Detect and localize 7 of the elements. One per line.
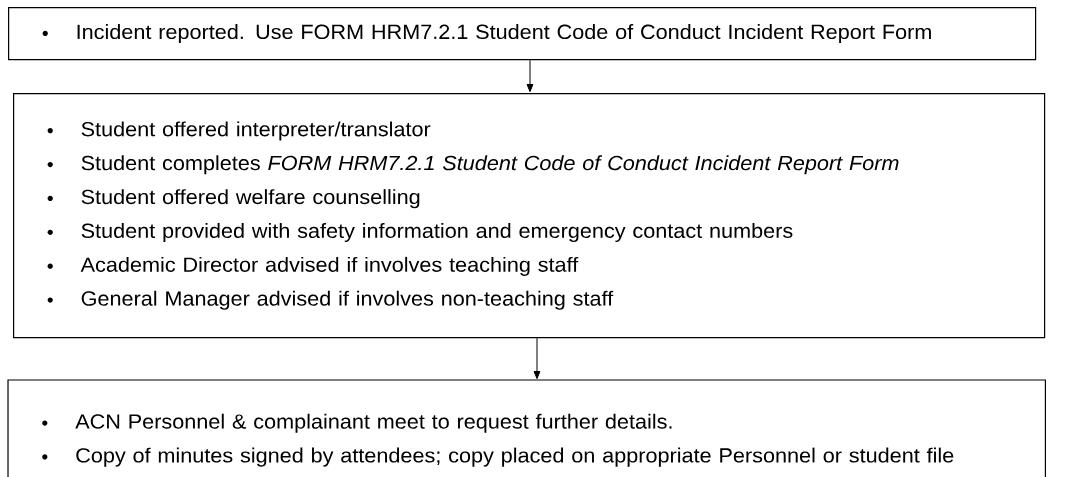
node-label: ACN Personnel & complainant meet to request further details. (75, 413, 672, 433)
arrow (526, 59, 534, 93)
process-box: Student offered interpreter/translator Student completes FORM HRM7.2.1 Student Code of Conduct Incident Report Form Student offered welfare counselling Student provided with safety information and emergency contact numbers Academic Director advised if involves teaching staff General Manager advised if involves non-teaching staff (13, 93, 1046, 339)
process-box: Incident reported. Use FORM HRM7.2.1 Student Code of Conduct Incident Report Form (8, 7, 1037, 61)
process-box: ACN Personnel & complainant meet to request further details. Copy of minutes signed by attendees; copy placed on appropriate Personnel or student file (7, 379, 1046, 477)
node-label: Copy of minutes signed by attendees; copy placed on appropriate Personnel or student file (76, 447, 954, 467)
arrow (533, 337, 541, 380)
